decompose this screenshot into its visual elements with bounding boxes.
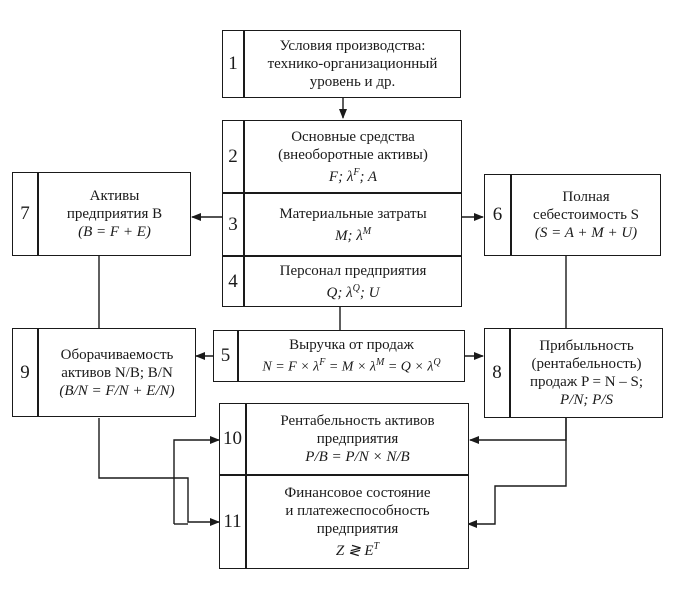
box-9-text: Оборачиваемость активов N/B; B/N (B/N = …	[38, 328, 196, 417]
box-1-line: уровень и др.	[309, 74, 396, 90]
box-full-cost	[484, 174, 661, 256]
box-7-line: предприятия B	[66, 206, 163, 222]
box-4-formula: Q; λQ; U	[326, 282, 380, 301]
box-9-number: 9	[20, 361, 30, 383]
box-7-number: 7	[20, 203, 30, 224]
box-10-line: предприятия	[316, 431, 399, 447]
box-material-costs: Материальные затраты M; λM	[244, 193, 462, 256]
box-asset-turnover	[12, 328, 196, 417]
box-return-on-assets: Рентабельность активов предприятия P/B =…	[246, 403, 469, 475]
box-5-number: 5	[220, 345, 231, 366]
box-bottom-stack	[219, 403, 469, 569]
box-11-line: Финансовое состояние	[284, 485, 431, 501]
box-7-formula: (B = F + E)	[78, 224, 151, 240]
box-3-number: 3	[228, 213, 238, 235]
box-7-line: Активы	[89, 188, 140, 204]
box-production-conditions	[222, 30, 461, 98]
box-7-text: Активы предприятия B (B = F + E)	[38, 172, 191, 256]
box-11-number: 11	[223, 511, 242, 532]
box-6-line: Полная	[562, 189, 610, 205]
box-9-line: Оборачиваемость	[60, 346, 174, 363]
box-6-text: Полная себестоимость S (S = A + M + U)	[511, 174, 661, 256]
box-1-number: 1	[228, 53, 238, 74]
box-11-line: и платежеспособность	[285, 503, 430, 519]
arrow-feedback-to-10	[173, 436, 220, 524]
box-sales-revenue	[213, 330, 465, 382]
box-2-formula: F; λF; A	[328, 166, 378, 185]
box-sales-profitability	[484, 328, 663, 418]
box-11-line: предприятия	[316, 521, 399, 537]
box-8-line: продаж P = N – S;	[529, 374, 644, 390]
box-1-line: Условия производства:	[279, 38, 426, 54]
box-10-line: Рентабельность активов	[280, 413, 435, 429]
box-11-formula: Z ≷ ET	[335, 541, 380, 559]
box-8-number: 8	[492, 362, 502, 383]
box-2-line: (внеоборотные активы)	[278, 146, 428, 163]
box-4-line: Персонал предприятия	[279, 262, 427, 279]
box-6-number: 6	[492, 204, 503, 225]
box-financial-state: Финансовое состояние и платежеспособност…	[246, 475, 469, 569]
box-fixed-assets: Основные средства (внеоборотные активы) …	[244, 120, 462, 193]
box-central-stack	[222, 120, 462, 307]
box-5-formula: N = F × λF = M × λM = Q × λQ	[262, 356, 441, 375]
box-9-formula: (B/N = F/N + E/N)	[59, 382, 175, 399]
box-8-line: Прибыльность	[539, 338, 634, 354]
box-1-text: Условия производства: технико-организаци…	[244, 30, 461, 98]
box-enterprise-assets	[12, 172, 191, 256]
box-2-number: 2	[228, 145, 238, 167]
box-8-line: (рентабельность)	[531, 356, 642, 372]
box-personnel: Персонал предприятия Q; λQ; U	[244, 256, 462, 307]
box-8-text: Прибыльность (рентабельность) продаж P =…	[510, 328, 663, 418]
arrow-8-to-11	[467, 418, 567, 528]
box-9-line: активов N/B; B/N	[61, 364, 173, 381]
box-1-line: технико-организационный	[267, 56, 438, 72]
box-6-formula: (S = A + M + U)	[534, 225, 638, 241]
box-4-number: 4	[228, 270, 238, 292]
box-3-formula: M; λM	[334, 225, 372, 244]
box-6-line: себестоимость S	[532, 207, 640, 223]
arrow-9-to-11	[98, 418, 220, 526]
box-10-number: 10	[223, 428, 242, 449]
box-5-line: Выручка от продаж	[289, 336, 414, 353]
box-2-line: Основные средства	[291, 128, 415, 145]
box-3-line: Материальные затраты	[279, 205, 427, 222]
box-5-text: Выручка от продаж N = F × λF = M × λM = …	[238, 330, 465, 382]
box-8-formula: P/N; P/S	[560, 392, 613, 408]
arrow-8-to-10	[469, 418, 567, 444]
box-10-formula: P/B = P/N × N/B	[305, 449, 410, 465]
